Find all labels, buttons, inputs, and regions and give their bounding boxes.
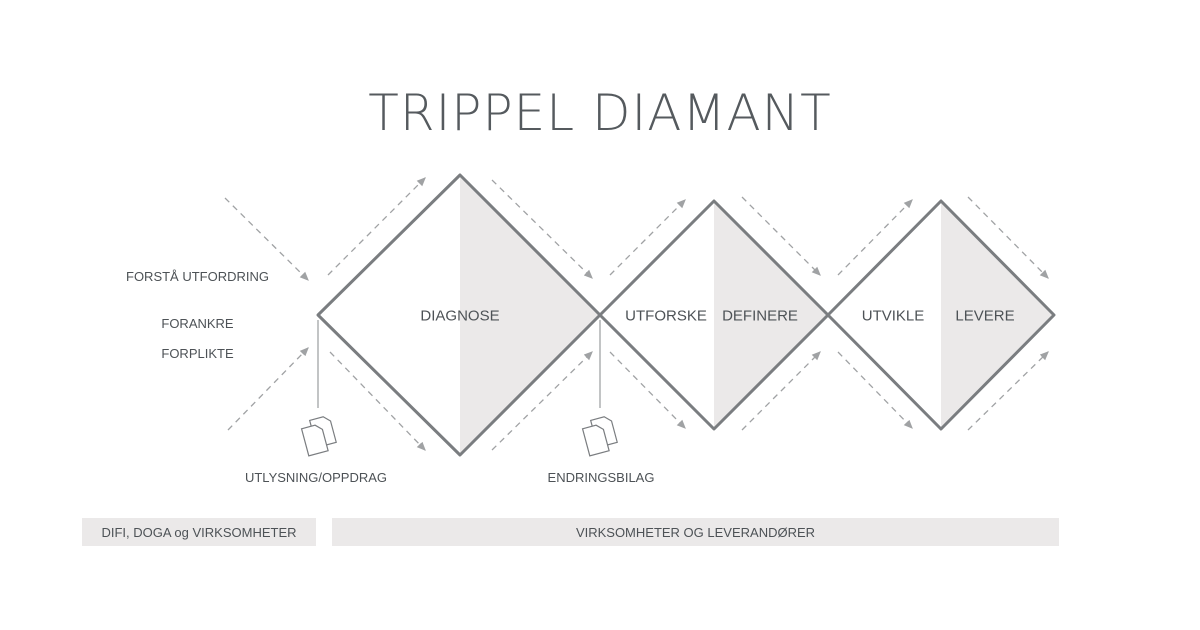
left-label-forplikte: FORPLIKTE — [161, 346, 234, 361]
dashed-arrows — [224, 177, 1049, 451]
phase-bar-virksomheter: VIRKSOMHETER OG LEVERANDØRER — [332, 518, 1059, 546]
documents-icon — [581, 416, 618, 457]
diamond-diagnose-shade — [460, 175, 600, 455]
diamond-label-definere: DEFINERE — [722, 307, 798, 325]
diamond-label-utvikle: UTVIKLE — [861, 307, 925, 325]
diamond-label-levere: LEVERE — [955, 307, 1015, 325]
phase-bar-label: DIFI, DOGA og VIRKSOMHETER — [101, 524, 297, 540]
phase-bar-label: VIRKSOMHETER OG LEVERANDØRER — [575, 524, 816, 540]
diamond-utvikle-levere — [826, 199, 1056, 431]
document-label-utlysning: UTLYSNING/OPPDRAG — [244, 470, 388, 485]
left-label-forsta: FORSTÅ UTFORDRING — [126, 269, 269, 284]
diamond-label-utforske: UTFORSKE — [625, 307, 707, 325]
diamond-label-diagnose: DIAGNOSE — [420, 307, 500, 325]
page-title: TRIPPEL DIAMANT — [368, 84, 832, 142]
documents-icon — [300, 416, 337, 457]
document-label-endringsbilag: ENDRINGSBILAG — [547, 470, 655, 485]
left-label-forankre: FORANKRE — [161, 316, 234, 331]
phase-bar-difi: DIFI, DOGA og VIRKSOMHETER — [82, 518, 316, 546]
diamond-utforske-definere-shade — [714, 201, 828, 429]
diamond-utvikle-levere-shade — [941, 201, 1054, 429]
